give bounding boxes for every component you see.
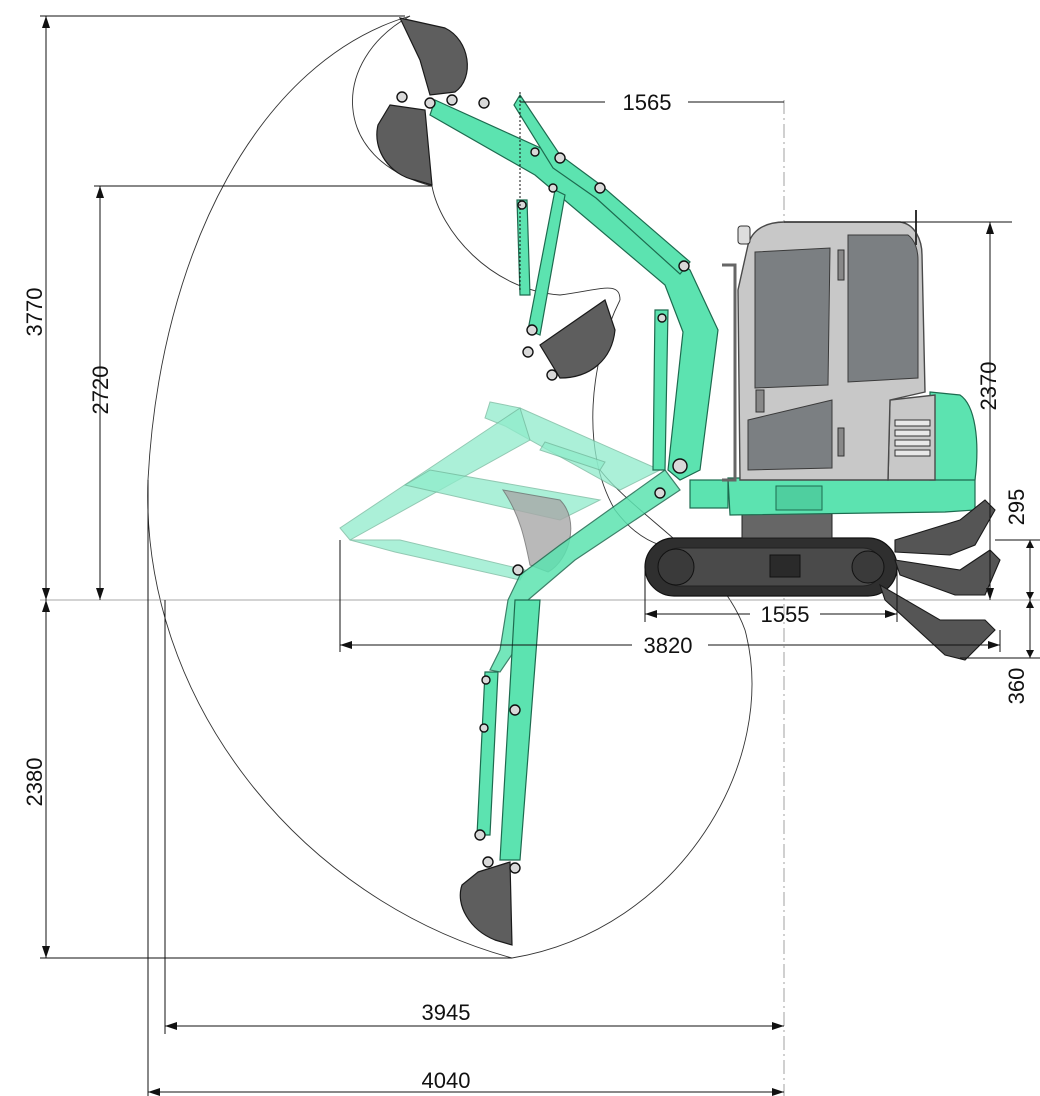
dim-max-digging-depth: 2380 bbox=[22, 600, 512, 959]
label-blade-drop: 360 bbox=[1004, 668, 1029, 705]
dim-max-digging-height: 3770 bbox=[22, 15, 405, 600]
label-max-digging-depth: 2380 bbox=[22, 758, 47, 807]
label-max-dump-height: 2720 bbox=[88, 366, 113, 415]
label-transport-length: 3820 bbox=[644, 633, 693, 658]
cab-handrail bbox=[722, 263, 737, 482]
bucket-top bbox=[398, 17, 468, 96]
label-max-digging-reach: 4040 bbox=[422, 1068, 471, 1093]
label-track-length: 1555 bbox=[761, 602, 810, 627]
dim-overall-height: 2370 bbox=[784, 221, 1012, 600]
boom-raised bbox=[429, 93, 719, 481]
dim-track-length: 1555 bbox=[644, 570, 898, 627]
swing-frame bbox=[689, 479, 833, 539]
dim-max-dump-height: 2720 bbox=[88, 185, 432, 600]
arm-down bbox=[476, 469, 681, 861]
label-reach-at-ground: 1565 bbox=[623, 90, 672, 115]
cab-beacon-icon bbox=[737, 210, 917, 245]
label-blade-lift: 295 bbox=[1004, 489, 1029, 526]
dim-reach-at-ground-max: 3945 bbox=[164, 600, 784, 1034]
label-max-digging-height: 3770 bbox=[22, 288, 47, 337]
upper-body bbox=[727, 477, 976, 516]
dozer-blade-raised bbox=[894, 499, 996, 556]
bucket-middle bbox=[539, 299, 616, 379]
bucket-upper bbox=[376, 104, 433, 186]
label-overall-height: 2370 bbox=[976, 362, 1001, 411]
bucket-bottom bbox=[459, 861, 513, 946]
engine-hood bbox=[887, 391, 978, 481]
boom-ghost-horizontal bbox=[339, 401, 662, 581]
dim-reach-at-ground: 1565 bbox=[519, 90, 784, 290]
dim-blade-lift: 295 bbox=[995, 489, 1040, 600]
dim-transport-length: 3820 bbox=[339, 540, 1001, 658]
dozer-blade-mid bbox=[894, 549, 1001, 596]
dim-max-digging-reach: 4040 bbox=[147, 480, 784, 1096]
dim-blade-drop: 360 bbox=[960, 600, 1040, 704]
operator-cab bbox=[737, 221, 926, 481]
boom-pins bbox=[396, 91, 690, 874]
track-assembly bbox=[644, 537, 898, 597]
label-reach-at-ground-max: 3945 bbox=[422, 1000, 471, 1025]
